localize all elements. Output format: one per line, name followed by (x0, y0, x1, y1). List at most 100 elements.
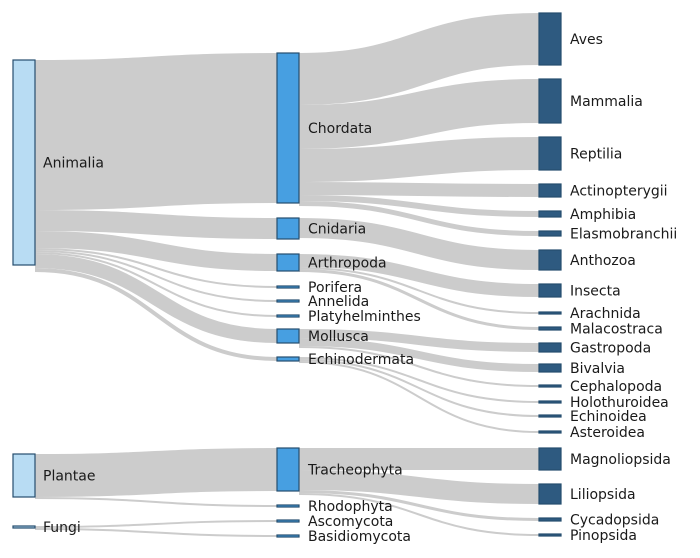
label-cnidaria: Cnidaria (308, 222, 366, 238)
flow-link-mollusca-gastropoda (298, 329, 540, 352)
label-insecta: Insecta (570, 284, 621, 300)
node-echinoidea (538, 414, 562, 418)
node-actinopterygii (538, 183, 562, 198)
label-cephalopoda: Cephalopoda (570, 379, 662, 395)
flow-link-mollusca-cephalopoda (298, 346, 540, 387)
node-holothuroidea (538, 400, 562, 404)
label-fungi: Fungi (43, 520, 81, 536)
label-tracheophyta: Tracheophyta (307, 463, 403, 479)
label-porifera: Porifera (308, 280, 362, 296)
node-chordata (276, 52, 300, 204)
node-fungi (12, 525, 36, 529)
flow-link-animalia-echinodermata (34, 268, 278, 361)
flow-link-arthropoda-arachnida (298, 267, 540, 314)
label-arthropoda: Arthropoda (308, 256, 387, 272)
sankey-links (34, 13, 540, 537)
label-gastropoda: Gastropoda (570, 341, 651, 357)
label-amphibia: Amphibia (570, 207, 636, 223)
flow-link-echinodermata-asteroidea (298, 361, 540, 433)
node-insecta (538, 283, 562, 298)
flow-link-fungi-ascomycota (34, 520, 278, 528)
label-mollusca: Mollusca (308, 329, 369, 345)
flow-link-animalia-cnidaria (34, 210, 278, 239)
node-rhodophyta (276, 504, 300, 508)
flow-link-plantae-tracheophyta (34, 448, 278, 497)
label-malacostraca: Malacostraca (570, 322, 663, 338)
label-ascomycota: Ascomycota (308, 514, 393, 530)
node-elasmobranchii (538, 230, 562, 237)
flow-link-chordata-reptilia (298, 137, 540, 182)
node-magnoliopsida (538, 447, 562, 471)
flow-link-tracheophyta-liliopsida (298, 470, 540, 504)
node-tracheophyta (276, 447, 300, 492)
node-cycadopsida (538, 517, 562, 522)
label-animalia: Animalia (43, 156, 104, 172)
label-asteroidea: Asteroidea (570, 425, 645, 441)
flow-link-chordata-elasmobranchii (298, 201, 540, 236)
flow-link-cnidaria-anthozoa (298, 218, 540, 270)
label-annelida: Annelida (308, 294, 369, 310)
node-cephalopoda (538, 384, 562, 388)
flow-link-plantae-rhodophyta (34, 497, 278, 507)
label-chordata: Chordata (308, 121, 372, 137)
node-arachnida (538, 311, 562, 315)
sankey-nodes (12, 12, 562, 538)
flow-link-mollusca-bivalvia (298, 338, 540, 372)
label-platyhelminthes: Platyhelminthes (308, 309, 421, 325)
label-pinopsida: Pinopsida (570, 528, 637, 544)
flow-link-animalia-arthropoda (34, 231, 278, 271)
label-anthozoa: Anthozoa (570, 253, 636, 269)
label-echinodermata: Echinodermata (308, 352, 414, 368)
label-plantae: Plantae (43, 469, 95, 485)
label-holothuroidea: Holothuroidea (570, 395, 669, 411)
node-aves (538, 12, 562, 66)
node-liliopsida (538, 483, 562, 505)
label-liliopsida: Liliopsida (570, 487, 636, 503)
node-asteroidea (538, 430, 562, 434)
node-platyhelminthes (276, 314, 300, 318)
flow-link-arthropoda-malacostraca (298, 269, 540, 330)
node-bivalvia (538, 363, 562, 373)
node-arthropoda (276, 253, 300, 272)
flow-link-chordata-actinopterygii (298, 182, 540, 197)
node-anthozoa (538, 249, 562, 271)
label-rhodophyta: Rhodophyta (308, 499, 393, 515)
flow-link-chordata-amphibia (298, 195, 540, 217)
node-gastropoda (538, 342, 562, 353)
label-actinopterygii: Actinopterygii (570, 184, 668, 200)
node-mollusca (276, 328, 300, 344)
flow-link-animalia-mollusca (34, 254, 278, 343)
node-porifera (276, 285, 300, 289)
node-plantae (12, 453, 36, 498)
label-mammalia: Mammalia (570, 94, 643, 110)
flow-link-animalia-annelida (34, 250, 278, 302)
node-echinodermata (276, 356, 300, 362)
flow-link-chordata-aves (298, 13, 540, 105)
flow-link-echinodermata-holothuroidea (298, 357, 540, 403)
node-ascomycota (276, 519, 300, 523)
flow-link-animalia-porifera (34, 248, 278, 288)
label-echinoidea: Echinoidea (570, 409, 647, 425)
label-bivalvia: Bivalvia (570, 361, 625, 377)
flow-link-echinodermata-echinoidea (298, 359, 540, 417)
label-cycadopsida: Cycadopsida (570, 513, 659, 529)
node-malacostraca (538, 326, 562, 331)
flow-link-tracheophyta-pinopsida (298, 493, 540, 536)
flow-link-animalia-platyhelminthes (34, 252, 278, 317)
node-mammalia (538, 78, 562, 124)
label-basidiomycota: Basidiomycota (308, 529, 411, 545)
flow-link-chordata-mammalia (298, 79, 540, 149)
flow-link-arthropoda-insecta (298, 254, 540, 297)
label-magnoliopsida: Magnoliopsida (570, 452, 671, 468)
node-cnidaria (276, 217, 300, 240)
label-aves: Aves (570, 32, 603, 48)
label-elasmobranchii: Elasmobranchii (570, 227, 677, 243)
node-pinopsida (538, 533, 562, 537)
flow-link-tracheophyta-cycadopsida (298, 490, 540, 521)
label-arachnida: Arachnida (570, 306, 641, 322)
node-amphibia (538, 210, 562, 218)
label-reptilia: Reptilia (570, 147, 622, 163)
node-reptilia (538, 136, 562, 171)
